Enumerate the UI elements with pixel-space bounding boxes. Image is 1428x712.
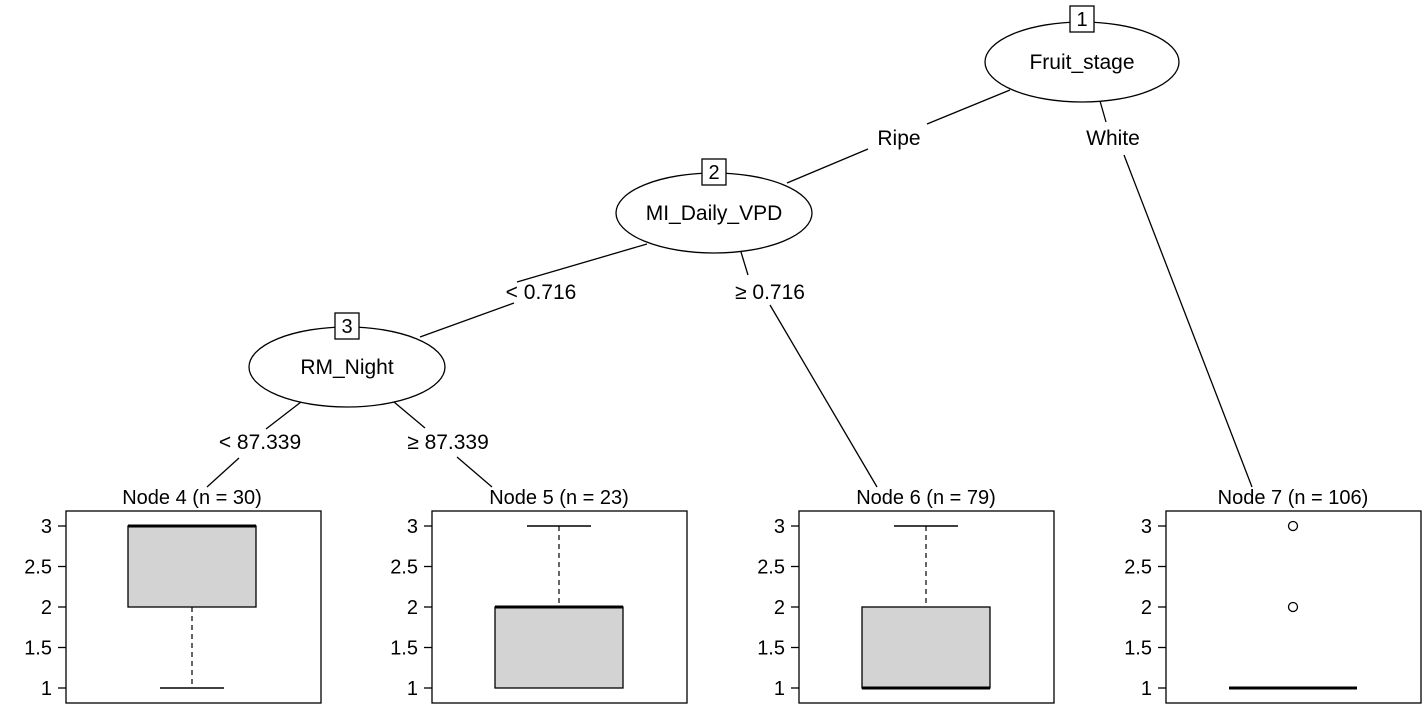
y-tick-label: 2 bbox=[774, 597, 785, 619]
y-tick-label: 1 bbox=[774, 678, 785, 700]
terminal-node-boxplots: Node 4 (n = 30) 1 1.5 2 2.5 3 Node 5 (n = 23) 1… bbox=[24, 487, 1422, 704]
node-variable-label: MI_Daily_VPD bbox=[646, 202, 783, 225]
y-tick-label: 1 bbox=[407, 678, 418, 700]
node-id-label: 3 bbox=[341, 316, 352, 338]
edge-label: White bbox=[1086, 127, 1140, 150]
edge-2-to-3 bbox=[419, 243, 648, 338]
edge-line-segment bbox=[206, 457, 240, 488]
edge-3-to-4 bbox=[206, 401, 302, 488]
boxplot-panel-node-4: Node 4 (n = 30) 1 1.5 2 2.5 3 bbox=[24, 487, 322, 704]
y-tick-label: 3 bbox=[1141, 516, 1152, 538]
inner-node-2: MI_Daily_VPD 2 bbox=[615, 158, 813, 254]
inner-node-1: Fruit_stage 1 bbox=[984, 5, 1180, 103]
edge-line-segment bbox=[456, 456, 493, 488]
edge-label: Ripe bbox=[877, 127, 920, 150]
edge-label: ≥ 0.716 bbox=[735, 281, 805, 304]
boxplot-panel-node-7: Node 7 (n = 106) 1 1.5 2 2.5 3 bbox=[1124, 487, 1422, 704]
inner-node-3: RM_Night 3 bbox=[248, 312, 446, 408]
edge-line-segment bbox=[393, 401, 426, 429]
node-id-box bbox=[334, 312, 360, 340]
node-variable-label: RM_Night bbox=[300, 356, 394, 379]
y-tick-label: 2 bbox=[1141, 597, 1152, 619]
node-id-label: 1 bbox=[1076, 9, 1087, 31]
edge-line-segment bbox=[740, 251, 749, 276]
y-tick-label: 3 bbox=[774, 516, 785, 538]
y-tick-label: 3 bbox=[41, 516, 52, 538]
y-tick-label: 1 bbox=[41, 678, 52, 700]
iqr-box bbox=[127, 525, 257, 608]
edge-1-to-2 bbox=[786, 89, 1011, 184]
y-tick-label: 2.5 bbox=[1124, 557, 1152, 579]
y-tick-label: 1 bbox=[1141, 678, 1152, 700]
edge-2-to-6 bbox=[740, 251, 878, 488]
edge-label: < 0.716 bbox=[506, 281, 577, 304]
outlier-point bbox=[1287, 601, 1299, 613]
boxplot-panel-node-6: Node 6 (n = 79) 1 1.5 2 2.5 3 bbox=[757, 487, 1055, 704]
y-tick-label: 1.5 bbox=[1124, 638, 1152, 660]
edge-line-segment bbox=[1123, 154, 1253, 488]
y-tick-label: 2.5 bbox=[24, 557, 52, 579]
edge-line-segment bbox=[769, 304, 878, 488]
edge-1-to-7 bbox=[1099, 100, 1253, 488]
edge-label: < 87.339 bbox=[219, 431, 301, 454]
node-variable-label: Fruit_stage bbox=[1029, 51, 1134, 74]
y-tick-label: 2.5 bbox=[390, 557, 418, 579]
edge-label: ≥ 87.339 bbox=[407, 431, 489, 454]
y-tick-label: 1.5 bbox=[24, 638, 52, 660]
panel-title: Node 6 (n = 79) bbox=[856, 487, 996, 509]
edge-line-segment bbox=[419, 302, 515, 338]
y-tick-label: 1.5 bbox=[757, 638, 785, 660]
panel-title: Node 5 (n = 23) bbox=[489, 487, 629, 509]
edge-line-segment bbox=[1099, 100, 1107, 123]
y-tick-label: 1.5 bbox=[390, 638, 418, 660]
node-id-box bbox=[701, 158, 727, 186]
edge-line-segment bbox=[516, 243, 648, 283]
outlier-point bbox=[1287, 520, 1299, 532]
panel-title: Node 4 (n = 30) bbox=[122, 487, 262, 509]
panel-title: Node 7 (n = 106) bbox=[1218, 487, 1369, 509]
y-tick-label: 2.5 bbox=[757, 557, 785, 579]
iqr-box bbox=[861, 606, 991, 689]
node-id-box bbox=[1069, 5, 1095, 33]
node-id-label: 2 bbox=[708, 162, 719, 184]
panel-frame bbox=[1165, 510, 1422, 704]
tree-edge-labels: Ripe White < 0.716 ≥ 0.716 < 87.339 ≥ 87.339 bbox=[219, 127, 1140, 454]
edge-line-segment bbox=[926, 89, 1011, 125]
y-tick-label: 3 bbox=[407, 516, 418, 538]
edge-line-segment bbox=[786, 148, 869, 184]
y-tick-label: 2 bbox=[407, 597, 418, 619]
edge-3-to-5 bbox=[393, 401, 493, 488]
boxplot-panel-node-5: Node 5 (n = 23) 1 1.5 2 2.5 3 bbox=[390, 487, 688, 704]
edge-line-segment bbox=[265, 401, 302, 430]
tree-edges bbox=[206, 89, 1253, 488]
tree-inner-nodes: Fruit_stage 1MI_Daily_VPD 2RM_Night 3 bbox=[248, 5, 1180, 408]
iqr-box bbox=[494, 606, 624, 689]
y-tick-label: 2 bbox=[41, 597, 52, 619]
